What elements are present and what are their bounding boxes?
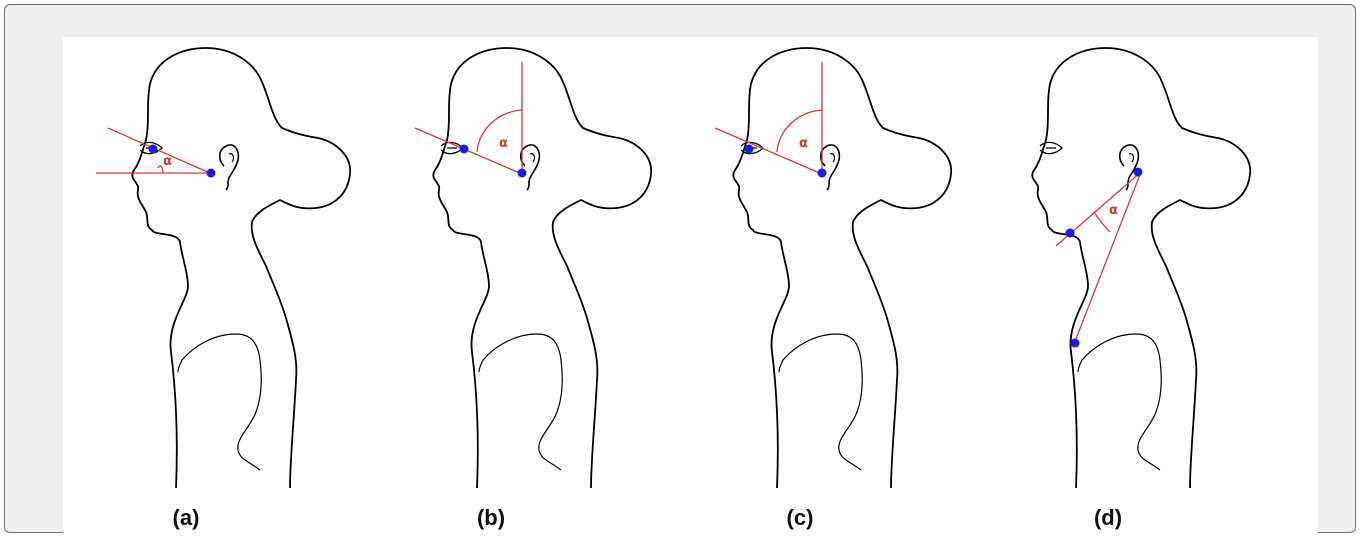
landmark-dot: [1066, 229, 1075, 238]
eye-tragus-line: [715, 128, 822, 174]
landmark-dot: [1134, 168, 1143, 177]
eye-tragus-line: [108, 128, 212, 174]
landmark-dot: [207, 169, 216, 178]
angle-arc: [1094, 212, 1110, 232]
alpha-label: α: [499, 136, 508, 151]
neck-tragus-line: [1074, 172, 1141, 344]
alpha-label: α: [1109, 203, 1118, 218]
caption-c: (c): [787, 505, 814, 530]
caption-a: (a): [173, 505, 200, 530]
diagram-panel-c: α: [715, 48, 951, 488]
landmark-dot: [460, 145, 469, 154]
landmark-dot: [1071, 339, 1080, 348]
diagram-panel-b: α: [415, 48, 651, 488]
caption-d: (d): [1094, 505, 1122, 530]
alpha-label: α: [163, 154, 172, 169]
eye-tragus-line: [415, 128, 522, 174]
measurement-lines-c: [715, 62, 822, 174]
landmark-dot: [745, 145, 754, 154]
landmark-dot: [149, 145, 158, 154]
caption-b: (b): [477, 505, 505, 530]
landmark-dot: [518, 169, 527, 178]
diagram-panel-d: α: [1032, 48, 1250, 488]
measurement-lines-d: [1056, 172, 1141, 344]
alpha-label: α: [799, 136, 808, 151]
diagram-panel-a: α: [96, 48, 350, 488]
landmark-dot: [818, 169, 827, 178]
measurement-lines-b: [415, 62, 522, 174]
